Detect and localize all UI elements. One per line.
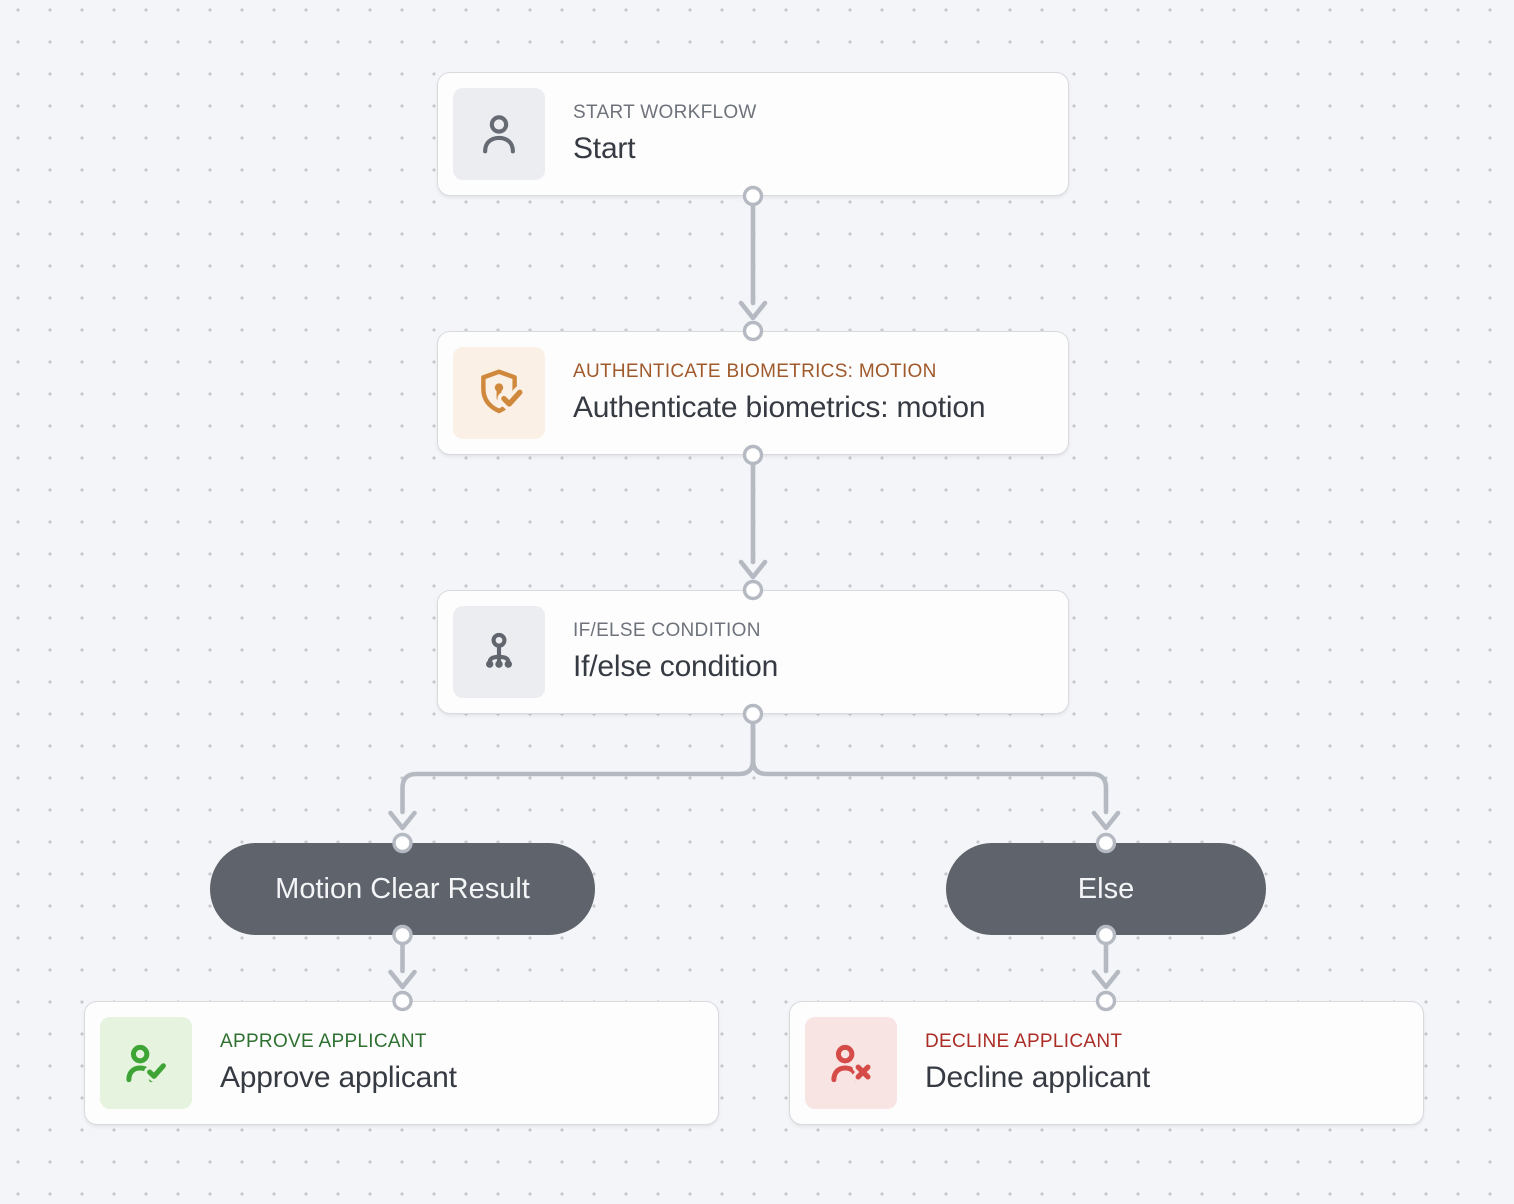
port-right-pill-top[interactable] [1095,832,1117,854]
node-caption: DECLINE APPLICANT [925,1031,1123,1052]
node-caption: START WORKFLOW [573,102,757,123]
edge-ifelse-left-branch [400,720,756,815]
node-ifelse-condition[interactable]: IF/ELSE CONDITION If/else condition [437,590,1069,714]
node-title: Decline applicant [925,1061,1151,1094]
node-title: Approve applicant [220,1061,457,1094]
node-caption: IF/ELSE CONDITION [573,620,761,641]
edge-ifelse-right-branch [750,720,1109,815]
edge-authenticate-ifelse-arrowhead [738,559,768,580]
edge-left-pill-approve-arrowhead [388,969,417,990]
port-start-bottom[interactable] [742,185,764,207]
node-decline-applicant[interactable]: DECLINE APPLICANT Decline applicant [789,1001,1424,1125]
shield-check-icon [453,347,545,439]
node-approve-applicant[interactable]: APPROVE APPLICANT Approve applicant [84,1001,719,1125]
port-authenticate-top[interactable] [742,320,764,342]
node-start[interactable]: START WORKFLOW Start [437,72,1069,196]
edge-ifelse-left-arrowhead [388,810,417,831]
port-approve-top[interactable] [392,990,413,1012]
user-icon [453,88,545,180]
edge-ifelse-right-arrowhead [1091,810,1121,831]
branch-pill-motion-clear-result[interactable]: Motion Clear Result [210,843,595,935]
port-left-pill-top[interactable] [392,832,413,854]
port-ifelse-top[interactable] [742,579,764,601]
node-caption: APPROVE APPLICANT [220,1031,427,1052]
branch-pill-label: Else [1077,872,1135,905]
node-title: Start [573,132,636,165]
port-left-pill-bottom[interactable] [392,924,413,946]
edge-right-pill-decline-arrowhead [1091,969,1121,990]
edge-start-authenticate-arrowhead [738,300,768,321]
branch-pill-else[interactable]: Else [946,843,1266,935]
port-authenticate-bottom[interactable] [742,444,764,466]
node-caption: AUTHENTICATE BIOMETRICS: MOTION [573,361,937,382]
branch-icon [453,606,545,698]
port-right-pill-bottom[interactable] [1095,924,1117,946]
branch-pill-label: Motion Clear Result [275,872,530,905]
user-x-icon [805,1017,897,1109]
user-check-icon [100,1017,192,1109]
node-title: If/else condition [573,650,779,683]
node-authenticate-biometrics[interactable]: AUTHENTICATE BIOMETRICS: MOTION Authenti… [437,331,1069,455]
node-title: Authenticate biometrics: motion [573,391,986,424]
port-decline-top[interactable] [1095,990,1117,1012]
port-ifelse-bottom[interactable] [742,703,764,725]
